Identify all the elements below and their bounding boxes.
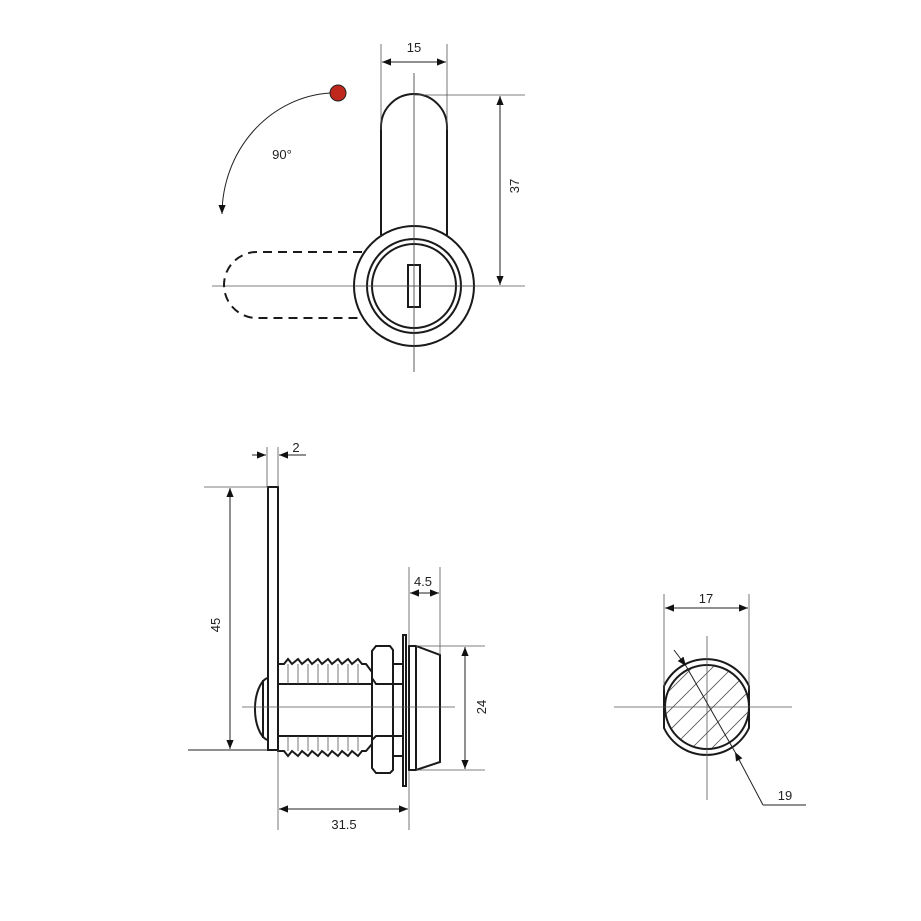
dimension-label-bezel-depth: 4.5 (414, 574, 432, 589)
dimension-label-cam-length: 45 (208, 618, 223, 632)
mounting-panel (402, 634, 407, 787)
bezel (408, 645, 441, 771)
cross-section-view: 17 19 (614, 591, 806, 806)
screw-head (253, 677, 268, 741)
cam-arm-rotated-dashed (223, 251, 362, 319)
cam-plate (267, 486, 279, 751)
rotation-start-dot (329, 84, 347, 102)
thread-top (277, 657, 373, 684)
dimension-label-cam-thickness: 2 (292, 440, 299, 455)
hex-nut (371, 645, 394, 774)
washer-thread (392, 663, 404, 757)
dimension-label-height: 37 (507, 179, 522, 193)
dimension-label-body-length: 31.5 (331, 817, 356, 832)
dimension-label-bezel-diameter: 24 (474, 700, 489, 714)
cylinder-outer-profile (663, 658, 750, 756)
side-view: 2 45 4.5 24 31.5 (188, 440, 489, 832)
lock-body-core (277, 683, 373, 737)
dimension-label-flat-width: 17 (699, 591, 713, 606)
dimension-label-width: 15 (407, 40, 421, 55)
rotation-angle-label: 90° (272, 147, 292, 162)
front-view: 15 37 90° (212, 40, 525, 372)
dimension-label-diameter: 19 (778, 788, 792, 803)
thread-bottom (277, 736, 373, 758)
dimension-leader-19 (734, 751, 764, 806)
rotation-arrow (218, 92, 331, 215)
